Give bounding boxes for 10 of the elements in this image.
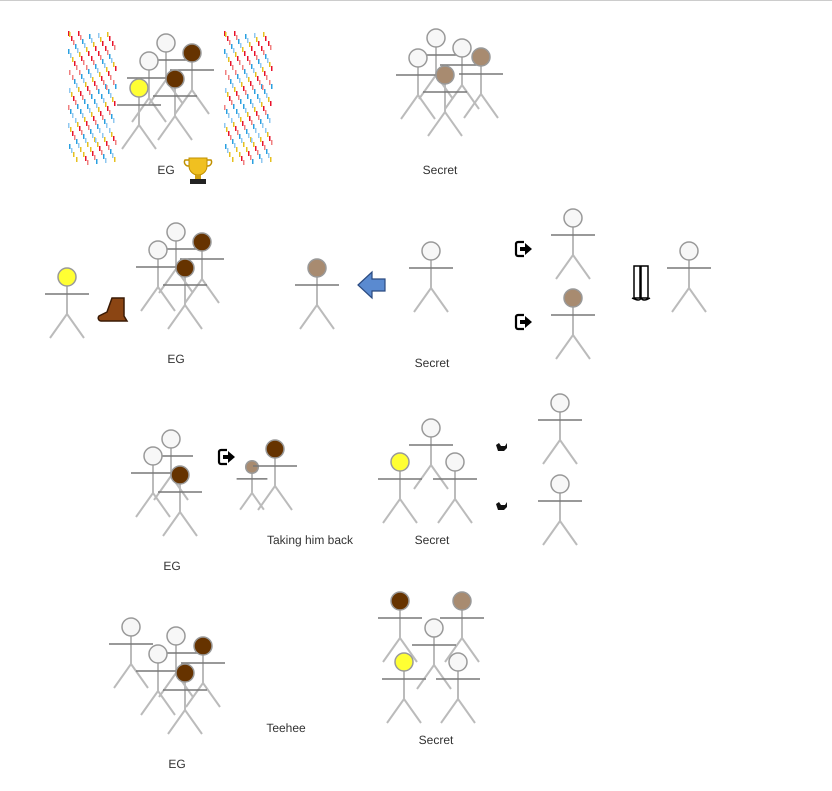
caption-text: Secret <box>414 533 450 547</box>
caption-text: Secret <box>418 733 454 747</box>
caption-text: Secret <box>414 356 450 370</box>
caption-text: Secret <box>422 163 458 177</box>
caption-text: EG <box>168 757 186 771</box>
caption-text: EG <box>167 352 185 366</box>
caption-text: Teehee <box>266 721 306 735</box>
caption-text: EG <box>157 163 175 177</box>
caption-text: EG <box>163 559 181 573</box>
caption-text: Taking him back <box>266 533 354 547</box>
